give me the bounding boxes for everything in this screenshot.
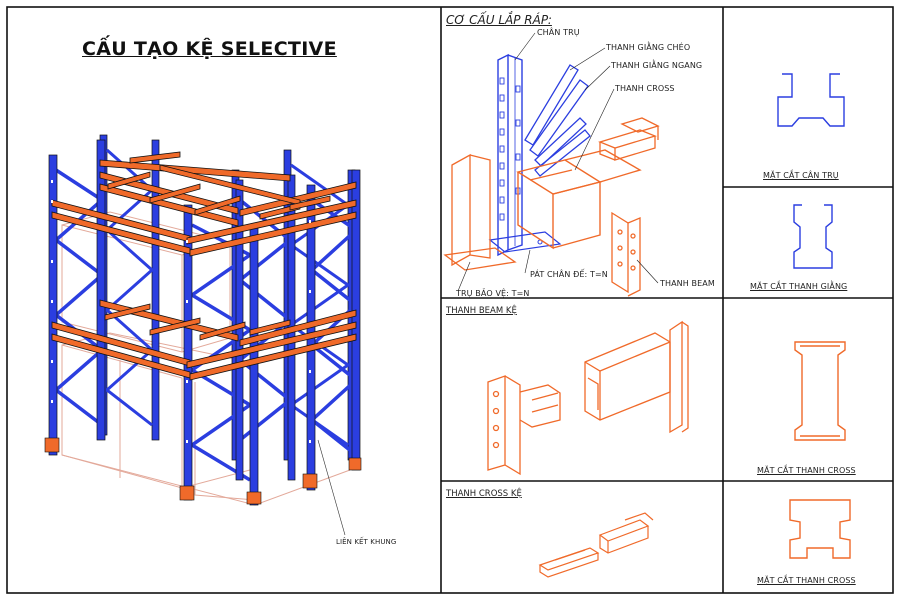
- label-diagonal-brace: THANH GIẰNG CHÉO: [606, 43, 691, 52]
- profile-brace: [793, 204, 833, 269]
- assembly-illustration: [443, 32, 660, 297]
- label-base-plate: PÁT CHÂN ĐẾ: T=N: [530, 270, 608, 279]
- profile-brace-caption: MẶT CẮT THANH GIẰNG: [750, 282, 848, 291]
- label-guard: TRỤ BẢO VỆ: T=N: [456, 289, 530, 298]
- beam-section-heading: THANH BEAM KỆ: [446, 306, 517, 316]
- cross-section-heading: THANH CROSS KỆ: [446, 489, 522, 499]
- rack-illustration: [44, 134, 362, 536]
- profile-cross-2-caption: MẶT CẮT THANH CROSS: [757, 576, 856, 585]
- profile-upright: [777, 73, 845, 127]
- frame-link-leader: [317, 439, 346, 536]
- profile-cross-2: [789, 499, 851, 559]
- upright-perforations: [51, 180, 311, 443]
- label-horizontal-brace: THANH GIẰNG NGANG: [611, 61, 703, 70]
- frame-link-label: LIÊN KẾT KHUNG: [336, 538, 397, 546]
- page-title: CẤU TẠO KỆ SELECTIVE: [82, 38, 337, 60]
- rack-beams-lower: [51, 299, 357, 381]
- profile-cross-1-caption: MẶT CẮT THANH CROSS: [757, 466, 856, 475]
- label-beam: THANH BEAM: [660, 279, 715, 288]
- profile-upright-caption: MẶT CẮT CÂN TRỤ: [763, 171, 839, 180]
- rack-base-plates: [44, 437, 362, 505]
- profile-cross-1: [794, 341, 846, 441]
- rack-beams-upper: [51, 151, 357, 257]
- assembly-heading: CƠ CẤU LẮP RÁP:: [446, 13, 552, 27]
- label-cross-bar: THANH CROSS: [615, 84, 675, 93]
- rack-frame-front-left: [48, 139, 106, 456]
- label-upright: CHÂN TRỤ: [537, 28, 580, 37]
- beam-detail-illustration: [487, 320, 689, 476]
- cross-detail-illustration: [538, 512, 654, 578]
- panel-frame: [6, 6, 894, 594]
